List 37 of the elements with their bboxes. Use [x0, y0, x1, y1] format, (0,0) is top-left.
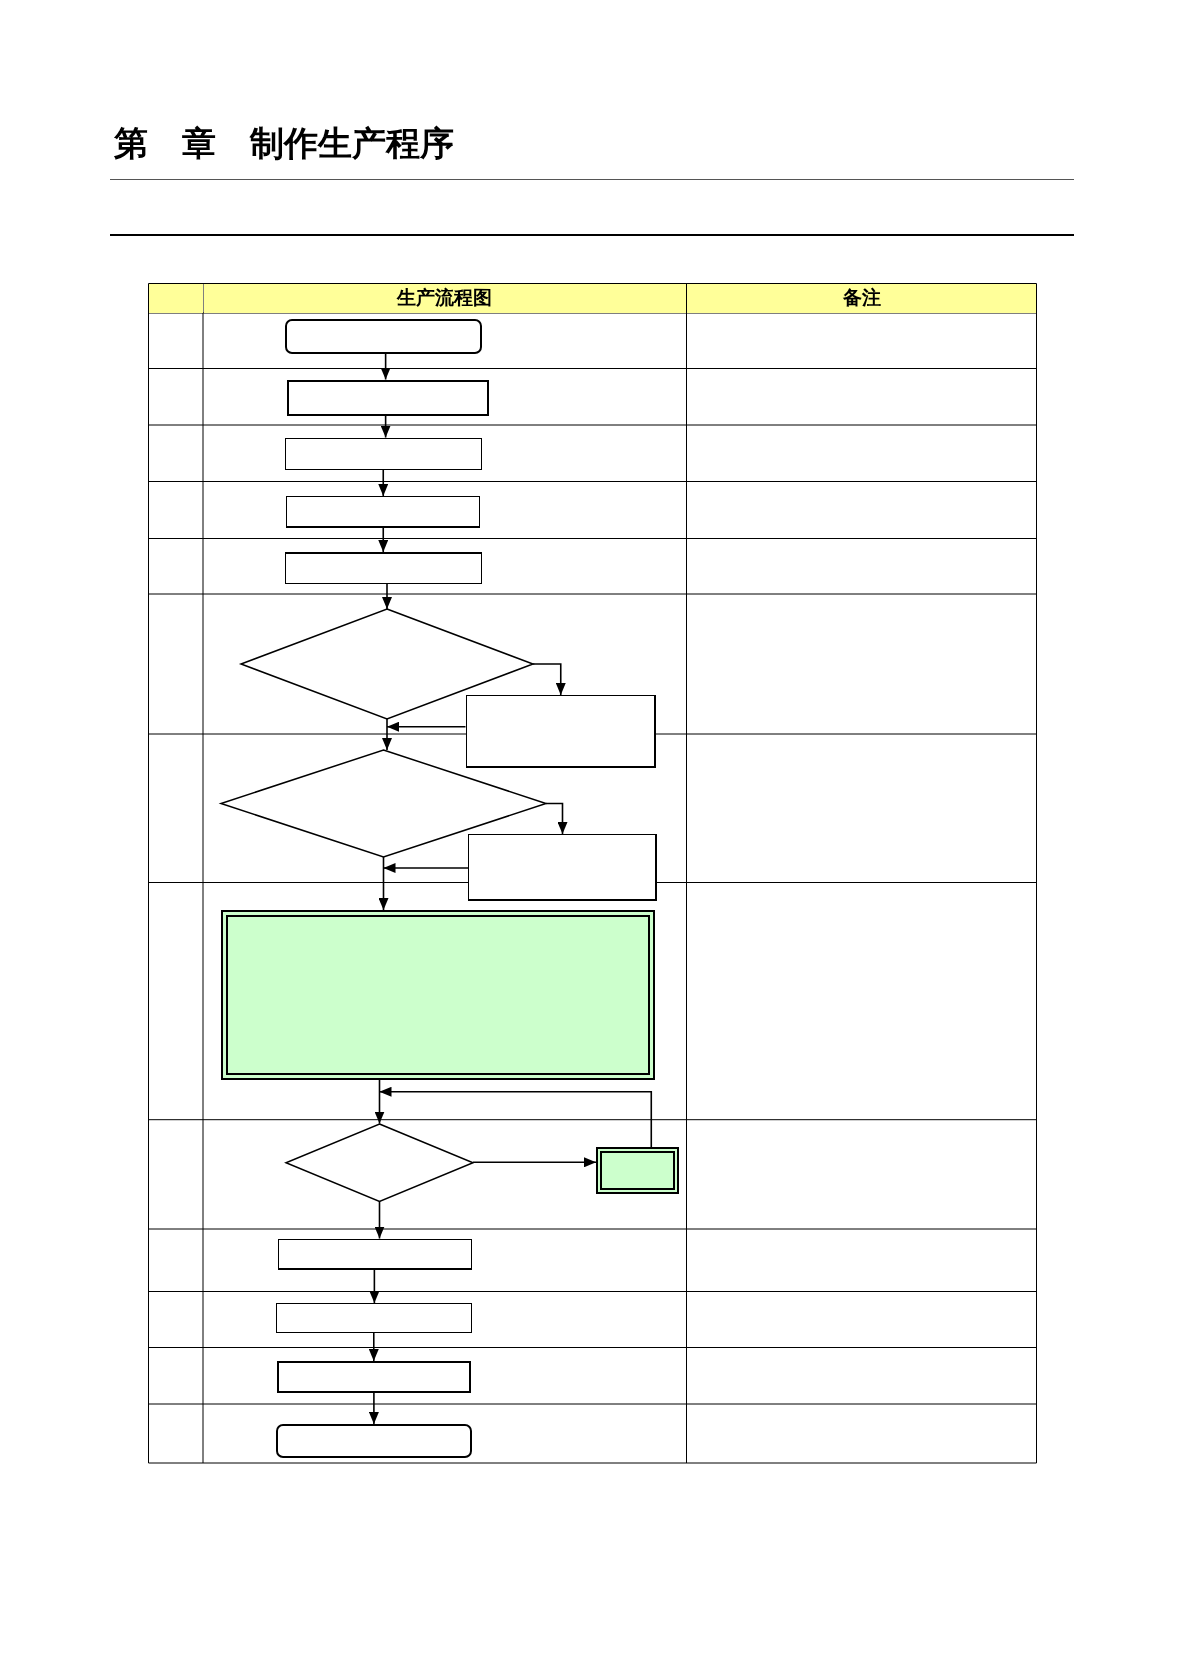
elbow-arrow	[532, 663, 566, 696]
arrow	[472, 1157, 597, 1168]
arrow	[374, 1200, 385, 1240]
process-box	[465, 695, 656, 768]
arrow	[378, 856, 389, 911]
elbow-arrow	[378, 1086, 653, 1148]
decision-diamond	[286, 1123, 473, 1201]
arrow	[386, 721, 467, 732]
process-box	[468, 834, 657, 901]
process-box	[275, 1303, 472, 1333]
arrow	[380, 414, 391, 439]
arrow	[369, 1269, 380, 1304]
rounded-box	[276, 1424, 472, 1458]
arrow	[378, 527, 389, 553]
process-box	[276, 1361, 471, 1393]
arrow	[382, 718, 392, 751]
arrow	[382, 583, 392, 610]
process-box	[287, 379, 489, 416]
double-border-box	[596, 1147, 679, 1194]
process-box	[285, 552, 482, 584]
decision-diamond	[221, 750, 546, 857]
process-box	[278, 1238, 472, 1270]
process-box	[285, 437, 482, 470]
arrow	[378, 469, 389, 497]
arrow	[382, 863, 469, 873]
column-header: 生产流程图	[203, 284, 686, 313]
double-border-box	[221, 910, 655, 1080]
elbow-arrow	[545, 802, 568, 835]
rounded-box	[285, 319, 482, 354]
process-box	[286, 496, 480, 528]
decision-diamond	[241, 609, 533, 719]
arrow	[374, 1079, 385, 1125]
arrow	[368, 1392, 379, 1425]
arrow	[368, 1332, 379, 1362]
page-title: 第 章 制作生产程序	[114, 123, 454, 163]
arrow	[380, 353, 391, 381]
column-header: 备注	[687, 284, 1036, 313]
